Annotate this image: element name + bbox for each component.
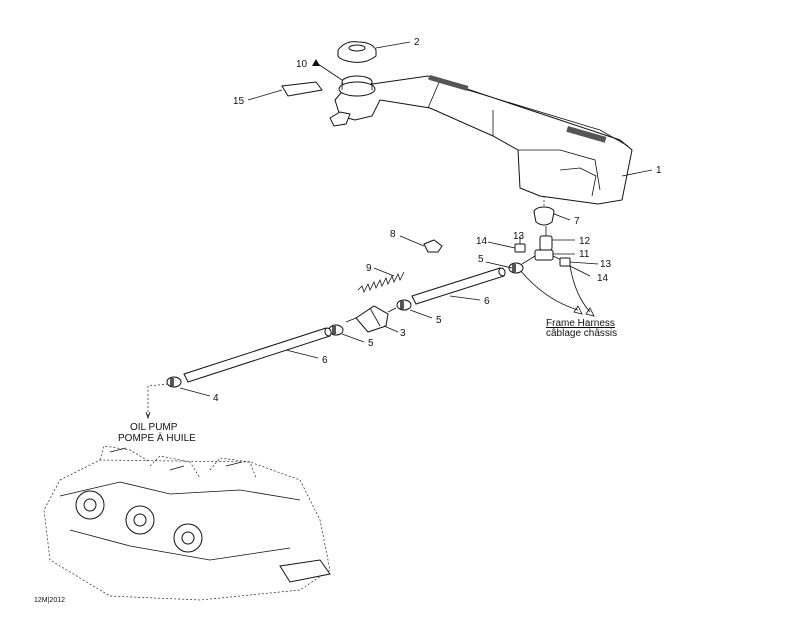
oil-pump-note: OIL PUMP POMPE À HUILE [118, 422, 196, 444]
spring [357, 271, 405, 294]
callout-6-lower: 6 [322, 355, 328, 366]
connector-left [514, 243, 526, 253]
callout-9: 9 [366, 263, 372, 274]
leader-lines [179, 41, 653, 397]
callout-3: 3 [400, 328, 406, 339]
grommet [533, 196, 555, 226]
engine [43, 445, 331, 601]
callout-12: 12 [579, 236, 591, 247]
clamp-middle [396, 299, 412, 311]
figure-code: 12M|2012 [34, 597, 65, 604]
level-sensor [521, 249, 567, 265]
callout-11: 11 [579, 249, 590, 260]
frame-harness-wires [519, 265, 595, 317]
oil-filter [345, 305, 397, 333]
oil-pump-en: OIL PUMP [130, 422, 178, 433]
callout-5-upper: 5 [478, 254, 484, 265]
frame-harness-note: Frame Harness câblage châssis [546, 318, 617, 339]
callout-6-upper: 6 [484, 296, 490, 307]
fitting [539, 226, 553, 251]
filler-neck-gasket [338, 75, 376, 97]
clamp-pump [166, 376, 182, 388]
connector-right [559, 257, 571, 267]
callout-1: 1 [656, 165, 662, 176]
callout-10: 10 [296, 59, 308, 70]
callout-8: 8 [390, 229, 396, 240]
callout-5-lower: 5 [368, 338, 374, 349]
callout-2: 2 [414, 37, 420, 48]
oil-tank [329, 74, 633, 205]
hose-upper [411, 267, 506, 305]
frame-harness-en: Frame Harness [546, 318, 615, 329]
callout-14-right: 14 [597, 273, 609, 284]
clip [423, 239, 443, 253]
oil-pump-fr: POMPE À HUILE [118, 431, 196, 444]
clamp-upper [508, 262, 524, 274]
callout-13-right: 13 [600, 259, 612, 270]
hose-lower [183, 327, 332, 383]
callout-15: 15 [233, 96, 245, 107]
callout-14-upper: 14 [476, 236, 488, 247]
callout-13-upper: 13 [513, 231, 525, 242]
tank-cap [337, 41, 377, 63]
callout-7: 7 [574, 216, 580, 227]
decal [281, 81, 323, 97]
callout-4: 4 [213, 393, 219, 404]
callout-10-group: 10 [296, 59, 320, 70]
callouts: 1 2 3 4 5 5 5 6 6 7 8 9 10 11 12 13 13 1… [213, 37, 662, 404]
triangle-icon [312, 59, 320, 66]
callout-5-middle: 5 [436, 315, 442, 326]
frame-harness-fr: câblage châssis [546, 328, 617, 339]
